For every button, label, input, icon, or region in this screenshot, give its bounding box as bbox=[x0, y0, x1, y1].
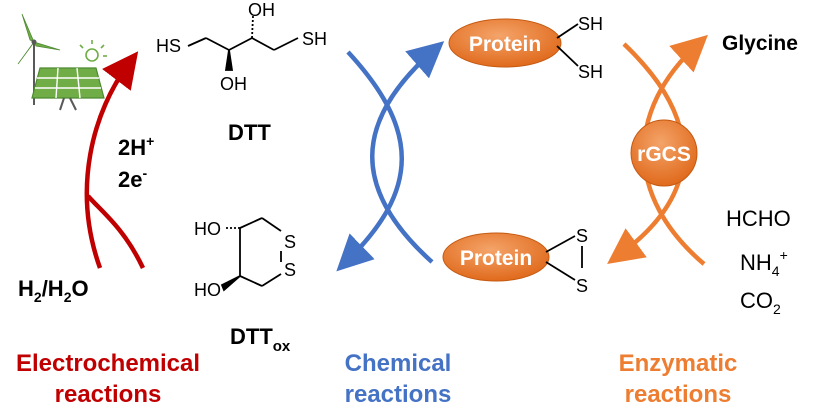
nh4-label: NH4+ bbox=[740, 247, 788, 279]
protein-s-bottom: S bbox=[576, 276, 588, 296]
electron-label: 2e- bbox=[118, 165, 147, 192]
glycine-label: Glycine bbox=[722, 32, 798, 55]
dtt-hs-left: HS bbox=[156, 36, 181, 56]
protein-reduced: Protein bbox=[448, 18, 579, 68]
protein-sh-top: SH bbox=[578, 14, 603, 34]
chemical-caption-line2: reactions bbox=[345, 381, 452, 408]
wind-turbine-and-solar-panel-icon bbox=[17, 13, 107, 111]
chemical-caption-line1: Chemical bbox=[345, 350, 452, 377]
enzymatic-caption-line2: reactions bbox=[625, 381, 732, 408]
dtt-oh-bottom: OH bbox=[220, 74, 247, 94]
protein-oxidized: Protein bbox=[442, 232, 583, 282]
protein-reduced-label: Protein bbox=[469, 33, 541, 56]
electrochemical-caption-line1: Electrochemical bbox=[16, 350, 200, 377]
chemical-arrow-up bbox=[370, 41, 445, 264]
co2-label: CO2 bbox=[740, 288, 781, 317]
h2-h2o-label: H2/H2O bbox=[18, 276, 89, 305]
protein-oxidized-label: Protein bbox=[460, 247, 532, 270]
dtt-ox-ho-bottom: HO bbox=[194, 280, 221, 300]
hcho-label: HCHO bbox=[726, 206, 791, 231]
dtt-ox-ho-top: HO bbox=[194, 219, 221, 239]
dtt-ox-label: DTTox bbox=[230, 324, 291, 355]
protein-s-top: S bbox=[576, 226, 588, 246]
rgcs-enzyme: rGCS bbox=[630, 119, 698, 187]
enzymatic-caption-line1: Enzymatic bbox=[619, 350, 738, 377]
proton-label: 2H+ bbox=[118, 133, 154, 160]
electrochemical-feed-line bbox=[86, 194, 146, 269]
dtt-label: DTT bbox=[228, 120, 271, 145]
dtt-ox-structure bbox=[220, 217, 282, 292]
chemical-arrow-down bbox=[336, 50, 404, 272]
dtt-ox-s-top: S bbox=[284, 232, 296, 252]
dtt-ox-s-bottom: S bbox=[284, 260, 296, 280]
dtt-sh-right: SH bbox=[302, 29, 327, 49]
dtt-structure bbox=[187, 15, 299, 71]
protein-sh-bottom: SH bbox=[578, 62, 603, 82]
electrochemical-caption-line2: reactions bbox=[55, 381, 162, 408]
rgcs-label: rGCS bbox=[637, 143, 691, 166]
electrochemical-arrow bbox=[84, 51, 139, 269]
dtt-oh-top: OH bbox=[248, 0, 275, 20]
